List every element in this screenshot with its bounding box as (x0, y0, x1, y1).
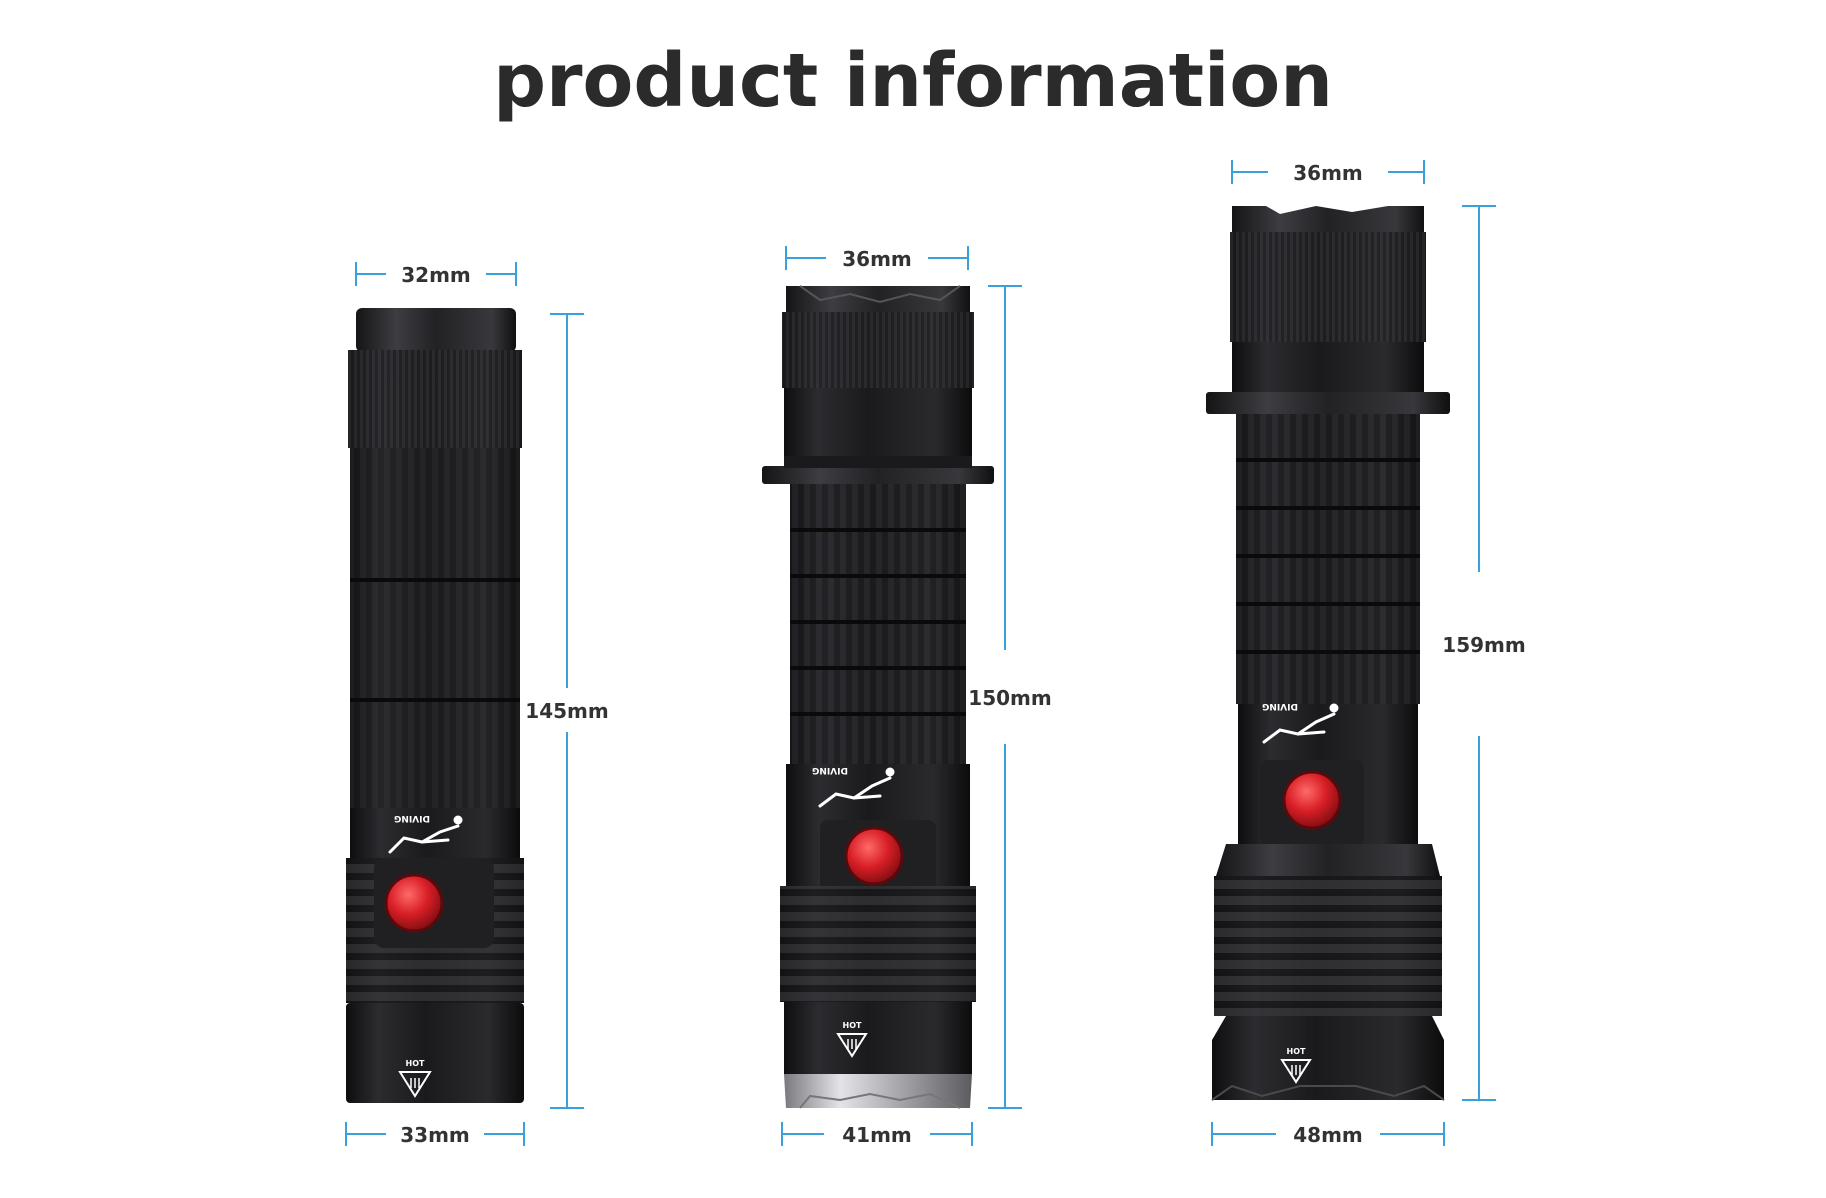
power-button[interactable] (384, 873, 444, 933)
logo-text: DIVING (394, 813, 430, 823)
svg-text:150mm: 150mm (968, 686, 1051, 710)
svg-text:36mm: 36mm (842, 247, 912, 271)
diving-logo-icon (818, 767, 895, 808)
logo-text: DIVING (1262, 701, 1298, 711)
hot-warning-icon (836, 1033, 868, 1058)
hot-text: HOT (406, 1059, 425, 1068)
hot-text: HOT (1287, 1047, 1306, 1056)
dimension-top-width-3: 36mm (1231, 160, 1425, 185)
power-button[interactable] (1282, 770, 1342, 830)
svg-text:145mm: 145mm (525, 699, 608, 723)
dimension-top-width-2: 36mm (785, 246, 969, 271)
diving-logo-icon (388, 815, 463, 854)
svg-text:36mm: 36mm (1293, 161, 1363, 185)
dimension-bottom-width-3: 48mm (1211, 1122, 1445, 1147)
page-title: product information (493, 38, 1333, 124)
hot-warning-icon (398, 1071, 432, 1098)
dimension-height-1: 145mm (525, 313, 609, 1109)
power-button[interactable] (844, 826, 904, 886)
svg-text:33mm: 33mm (400, 1123, 470, 1147)
svg-text:41mm: 41mm (842, 1123, 912, 1147)
flashlight-small: DIVING HOT (346, 308, 524, 1103)
dimension-top-width-1: 32mm (355, 262, 517, 287)
flashlight-medium: DIVING HOT (762, 285, 994, 1109)
dimension-bottom-width-1: 33mm (345, 1122, 525, 1147)
dimension-bottom-width-2: 41mm (781, 1122, 973, 1147)
hot-warning-icon (1280, 1059, 1312, 1084)
diving-logo-icon (1262, 703, 1339, 744)
svg-text:48mm: 48mm (1293, 1123, 1363, 1147)
svg-text:32mm: 32mm (401, 263, 471, 287)
flashlight-large: DIVING HOT (1206, 206, 1450, 1101)
svg-text:159mm: 159mm (1442, 633, 1525, 657)
dimension-height-3: 159mm (1442, 205, 1526, 1101)
hot-text: HOT (843, 1021, 862, 1030)
dimension-height-2: 150mm (968, 285, 1052, 1109)
logo-text: DIVING (812, 765, 848, 775)
